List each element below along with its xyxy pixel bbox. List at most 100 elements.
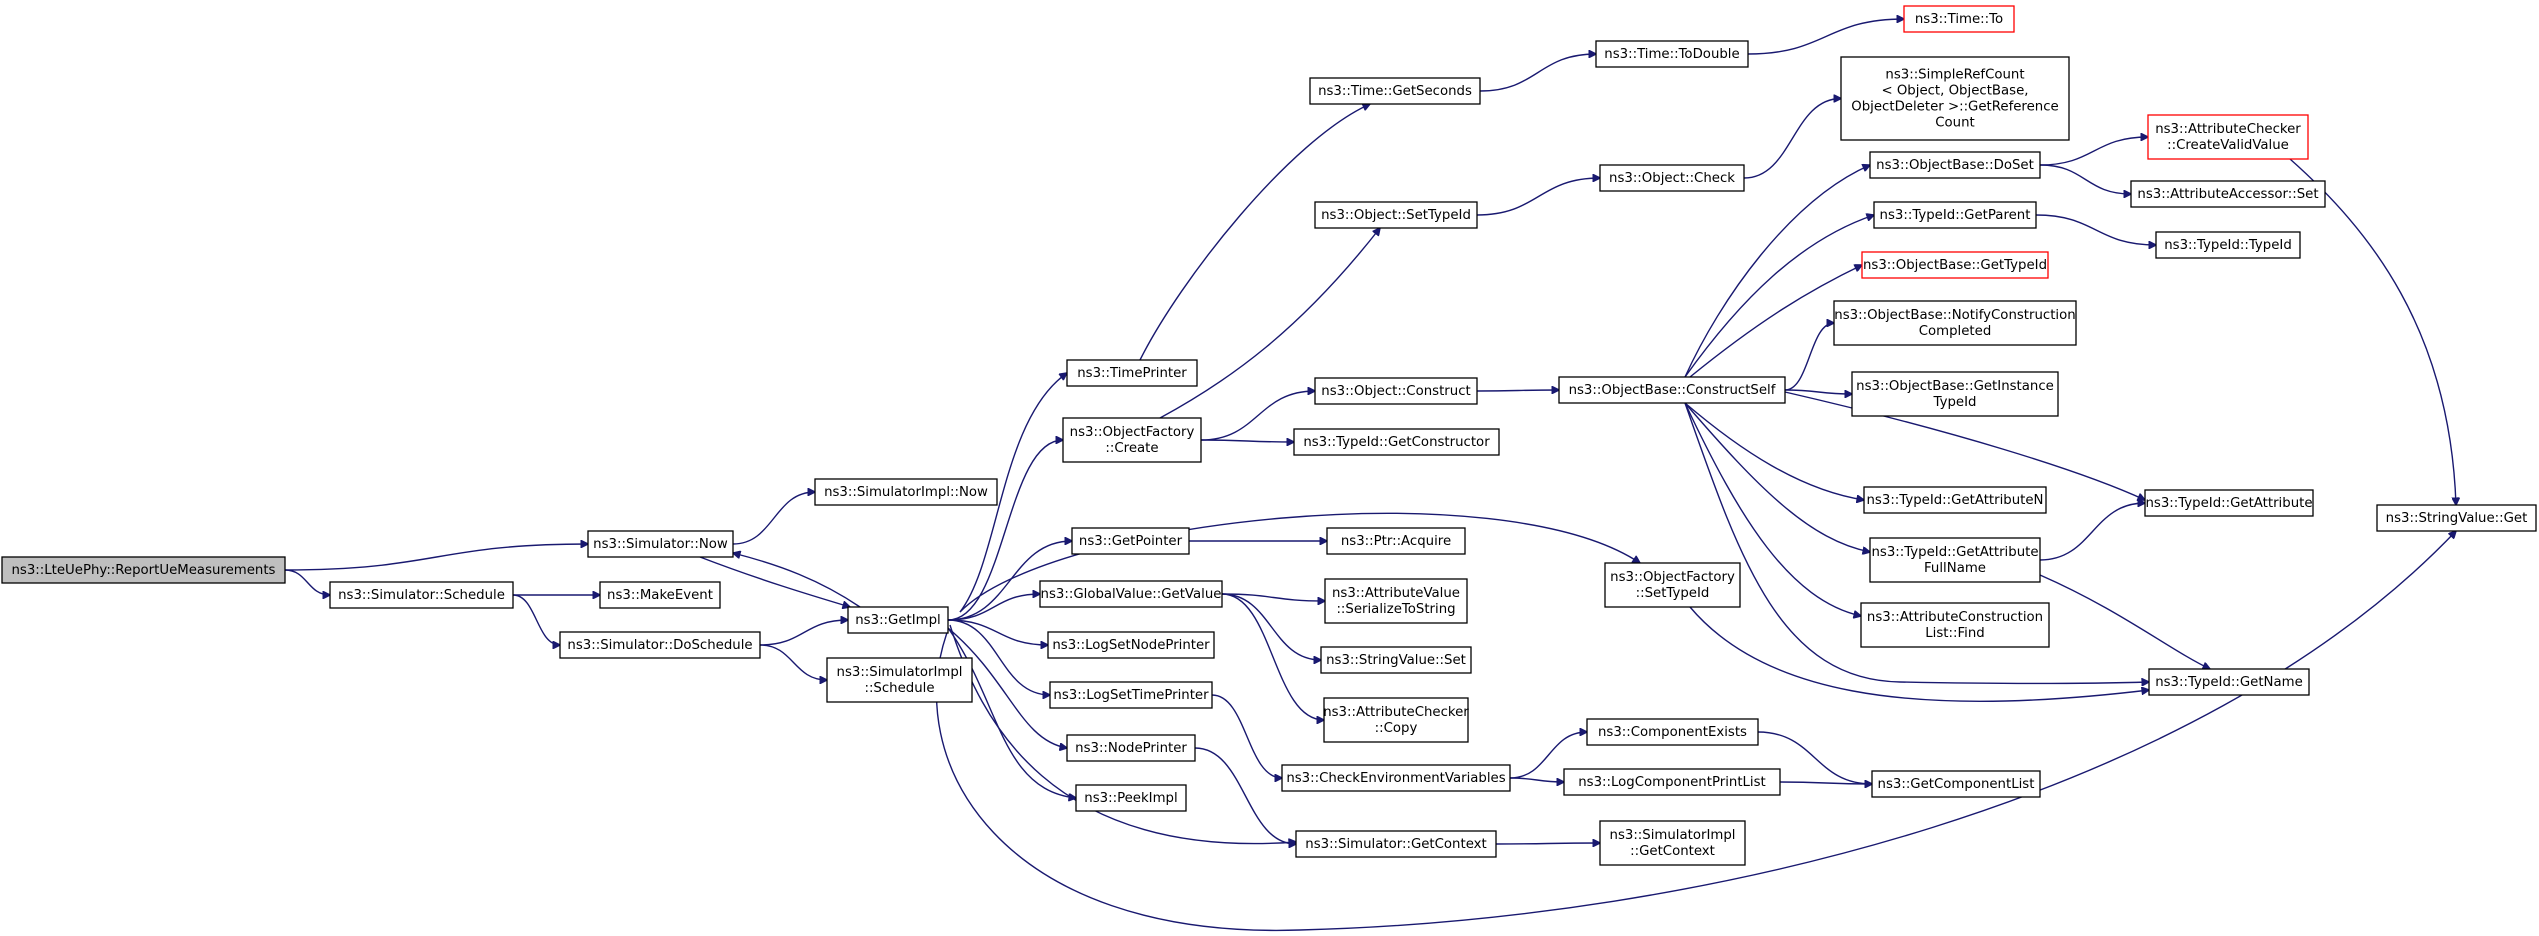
node-sim-impl-get-context[interactable]: ns3::SimulatorImpl::GetContext: [1599, 820, 1746, 866]
node-titype-id[interactable]: ns3::TypeId::TypeId: [2155, 231, 2301, 259]
node-label: ns3::TypeId::GetConstructor: [1303, 435, 1490, 450]
node-get-impl[interactable]: ns3::GetImpl: [847, 606, 949, 634]
edge-gvget-value-to-str-val-set: [1221, 593, 1321, 660]
node-accreate-valid[interactable]: ns3::AttributeChecker::CreateValidValue: [2147, 114, 2309, 160]
node-time-to-double[interactable]: ns3::Time::ToDouble: [1595, 40, 1749, 68]
edge-sim-now-to-get-impl: [699, 556, 850, 607]
node-log-set-node-printer[interactable]: ns3::LogSetNodePrinter: [1047, 631, 1215, 659]
node-log-set-time-printer[interactable]: ns3::LogSetTimePrinter: [1049, 681, 1213, 709]
node-obj-base-construct-self[interactable]: ns3::ObjectBase::ConstructSelf: [1558, 376, 1786, 404]
node-time-to[interactable]: ns3::Time::To: [1903, 5, 2015, 33]
node-label: ns3::Time::To: [1915, 12, 2003, 27]
node-gvget-value[interactable]: ns3::GlobalValue::GetValue: [1039, 580, 1223, 608]
edge-report-ue-measurements-to-sim-schedule: [284, 569, 330, 595]
node-type-id-get-ctor[interactable]: ns3::TypeId::GetConstructor: [1293, 428, 1500, 456]
node-box: [1851, 371, 2059, 417]
node-label: ns3::Simulator::DoSchedule: [567, 638, 752, 653]
node-label: ns3::ObjectBase::ConstructSelf: [1569, 383, 1776, 398]
node-label: ns3::GlobalValue::GetValue: [1041, 587, 1222, 602]
node-peek-impl[interactable]: ns3::PeekImpl: [1075, 784, 1187, 812]
node-report-ue-measurements[interactable]: ns3::LteUePhy::ReportUeMeasurements: [1, 556, 286, 584]
node-box: [1599, 820, 1746, 866]
node-avserialize[interactable]: ns3::AttributeValue::SerializeToString: [1324, 578, 1468, 624]
node-tiget-attribute[interactable]: ns3::TypeId::GetAttribute: [2144, 489, 2314, 517]
node-label: FullName: [1924, 561, 1986, 576]
node-node-printer[interactable]: ns3::NodePrinter: [1066, 734, 1196, 762]
node-obj-construct[interactable]: ns3::Object::Construct: [1314, 377, 1478, 405]
node-sim-now[interactable]: ns3::Simulator::Now: [587, 530, 734, 558]
node-label: ns3::AttributeChecker: [1323, 705, 1469, 720]
node-obget-type-id[interactable]: ns3::ObjectBase::GetTypeId: [1861, 251, 2049, 279]
node-box: [1314, 377, 1478, 405]
node-box: [559, 631, 761, 659]
node-box: [1075, 784, 1187, 812]
node-aaset[interactable]: ns3::AttributeAccessor::Set: [2130, 180, 2326, 208]
node-label: ns3::SimulatorImpl: [1610, 828, 1736, 843]
node-label: Count: [1935, 116, 1975, 131]
node-get-pointer[interactable]: ns3::GetPointer: [1071, 527, 1190, 555]
edge-obj-base-construct-self-to-obget-type-id: [1689, 265, 1862, 378]
node-box: [1323, 697, 1469, 743]
node-box: [826, 657, 973, 703]
node-box: [1903, 5, 2015, 33]
node-obj-check[interactable]: ns3::Object::Check: [1599, 164, 1745, 192]
node-label: ns3::ObjectBase::GetTypeId: [1863, 258, 2047, 273]
node-do-schedule[interactable]: ns3::Simulator::DoSchedule: [559, 631, 761, 659]
edge-obdo-set-to-accreate-valid: [2039, 137, 2148, 166]
node-time-printer[interactable]: ns3::TimePrinter: [1066, 359, 1198, 387]
node-tiget-attr-n[interactable]: ns3::TypeId::GetAttributeN: [1863, 486, 2047, 514]
node-sim-impl-now[interactable]: ns3::SimulatorImpl::Now: [814, 478, 998, 506]
node-label: ::Create: [1105, 441, 1158, 456]
edge-time-to-double-to-time-to: [1747, 19, 1904, 55]
node-str-val-set[interactable]: ns3::StringValue::Set: [1320, 646, 1472, 674]
node-box: [1, 556, 286, 584]
node-comp-exists[interactable]: ns3::ComponentExists: [1586, 718, 1759, 746]
node-sim-schedule[interactable]: ns3::Simulator::Schedule: [329, 581, 514, 609]
node-box: [329, 581, 514, 609]
node-make-event[interactable]: ns3::MakeEvent: [599, 581, 721, 609]
node-label: ns3::ObjectBase::GetInstance: [1856, 379, 2054, 394]
node-obdo-set[interactable]: ns3::ObjectBase::DoSet: [1869, 151, 2041, 179]
node-box: [1047, 631, 1215, 659]
node-box: [2376, 504, 2537, 532]
node-ofset-type-id[interactable]: ns3::ObjectFactory::SetTypeId: [1604, 562, 1741, 608]
node-accopy[interactable]: ns3::AttributeChecker::Copy: [1323, 697, 1469, 743]
node-label: ns3::AttributeValue: [1332, 586, 1460, 601]
node-label: ns3::ObjectBase::DoSet: [1876, 158, 2034, 173]
edge-do-schedule-to-sim-impl-schedule: [759, 644, 827, 680]
node-obj-set-type-id[interactable]: ns3::Object::SetTypeId: [1314, 201, 1478, 229]
node-sim-impl-schedule[interactable]: ns3::SimulatorImpl::Schedule: [826, 657, 973, 703]
node-check-env[interactable]: ns3::CheckEnvironmentVariables: [1281, 764, 1511, 792]
node-box: [1869, 151, 2041, 179]
node-sim-get-context[interactable]: ns3::Simulator::GetContext: [1295, 830, 1497, 858]
node-type-id-get-parent[interactable]: ns3::TypeId::GetParent: [1873, 201, 2037, 229]
node-box: [1293, 428, 1500, 456]
node-log-comp-print-list[interactable]: ns3::LogComponentPrintList: [1563, 768, 1781, 796]
node-ptr-acquire[interactable]: ns3::Ptr::Acquire: [1326, 527, 1466, 555]
edge-do-schedule-to-get-impl: [759, 620, 848, 646]
edge-tiget-attr-full-name-to-tiget-attribute: [2039, 503, 2145, 561]
node-obnotify[interactable]: ns3::ObjectBase::NotifyConstructionCompl…: [1833, 300, 2077, 346]
edge-report-ue-measurements-to-sim-now: [284, 544, 588, 571]
node-label: ns3::Simulator::Now: [593, 537, 728, 552]
node-label: ns3::Object::Construct: [1321, 384, 1470, 399]
node-label: ns3::Simulator::GetContext: [1305, 837, 1486, 852]
node-label: ns3::StringValue::Get: [2386, 511, 2528, 526]
node-label: ns3::TypeId::GetAttribute: [2145, 496, 2312, 511]
edge-check-env-to-comp-exists: [1509, 732, 1587, 779]
node-box: [2147, 114, 2309, 160]
node-str-val-get[interactable]: ns3::StringValue::Get: [2376, 504, 2537, 532]
node-box: [1066, 734, 1196, 762]
node-label: ns3::ComponentExists: [1598, 725, 1747, 740]
node-get-reference-count[interactable]: ns3::SimpleRefCount< Object, ObjectBase,…: [1840, 56, 2070, 141]
node-tiget-name[interactable]: ns3::TypeId::GetName: [2148, 668, 2310, 696]
node-get-component-list[interactable]: ns3::GetComponentList: [1871, 770, 2041, 798]
edge-time-printer-to-time-get-seconds: [1139, 104, 1370, 361]
node-time-get-seconds[interactable]: ns3::Time::GetSeconds: [1309, 77, 1481, 105]
edge-obj-factory-create-to-obj-set-type-id: [1159, 228, 1380, 419]
node-box: [1324, 578, 1468, 624]
node-obj-factory-create[interactable]: ns3::ObjectFactory::Create: [1062, 417, 1202, 463]
